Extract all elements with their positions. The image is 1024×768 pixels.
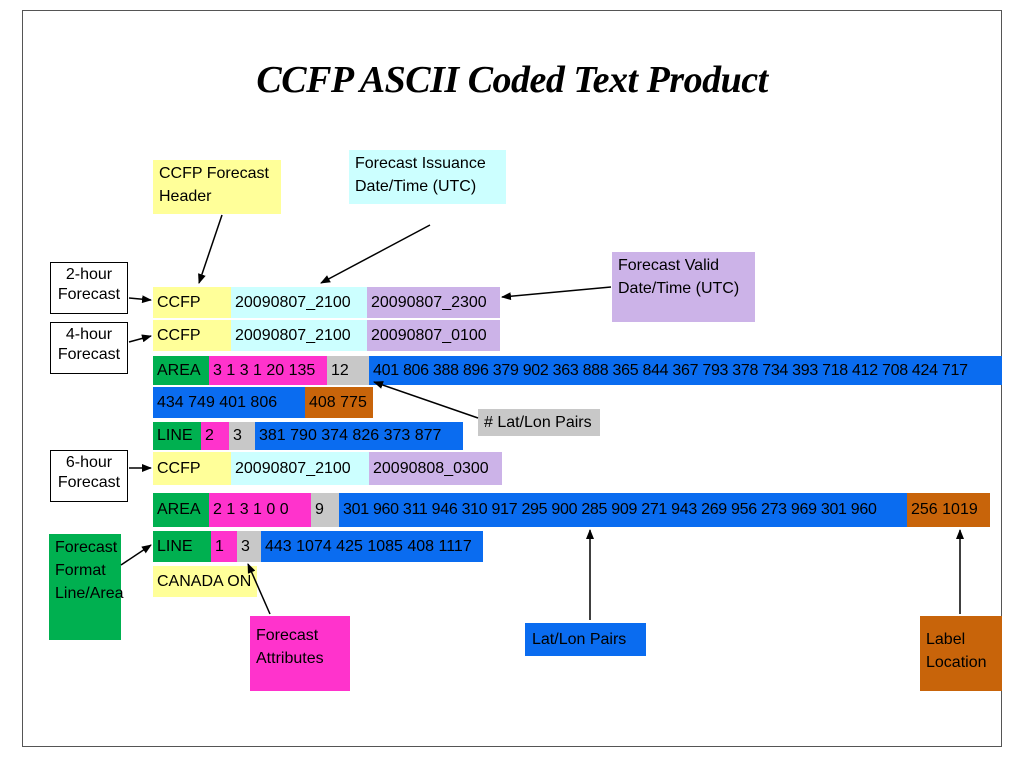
row5-attributes: 2 — [201, 422, 229, 450]
row5-pair-count: 3 — [229, 422, 255, 450]
row6-ccfp: CCFP — [153, 452, 231, 485]
row1-valid-time: 20090807_2300 — [367, 287, 500, 318]
callout-issuance: Forecast Issuance Date/Time (UTC) — [349, 150, 506, 204]
row1-ccfp: CCFP — [153, 287, 231, 318]
row3-pair-count: 12 — [327, 356, 369, 385]
row3-format: AREA — [153, 356, 209, 385]
row6-valid-time: 20090808_0300 — [369, 452, 502, 485]
callout-header: CCFP Forecast Header — [153, 160, 281, 214]
label-2-hour-forecast: 2-hour Forecast — [50, 262, 128, 314]
page-title: CCFP ASCII Coded Text Product — [256, 59, 768, 101]
row7-pair-count: 9 — [311, 493, 339, 527]
callout-label-location: Label Location — [920, 616, 1002, 691]
row2-issue-time: 20090807_2100 — [231, 320, 367, 351]
row4-label-location: 408 775 — [305, 387, 373, 418]
row3-attributes: 3 1 3 1 20 135 — [209, 356, 327, 385]
row6-issue-time: 20090807_2100 — [231, 452, 369, 485]
row7-format: AREA — [153, 493, 209, 527]
label-4-hour-forecast: 4-hour Forecast — [50, 322, 128, 374]
row8-attributes: 1 — [211, 531, 237, 562]
row5-latlon-pairs: 381 790 374 826 373 877 — [255, 422, 463, 450]
row7-label-location: 256 1019 — [907, 493, 990, 527]
callout-valid: Forecast Valid Date/Time (UTC) — [612, 252, 755, 322]
callout-latlon-pairs: Lat/Lon Pairs — [525, 623, 646, 656]
row1-issue-time: 20090807_2100 — [231, 287, 367, 318]
row9-region: CANADA ON — [153, 566, 257, 597]
callout-format: Forecast Format Line/Area — [49, 534, 124, 640]
callout-latlon-count: # Lat/Lon Pairs — [478, 409, 600, 436]
row8-format: LINE — [153, 531, 211, 562]
label-6-hour-forecast: 6-hour Forecast — [50, 450, 128, 502]
row5-format: LINE — [153, 422, 201, 450]
row2-valid-time: 20090807_0100 — [367, 320, 500, 351]
row8-latlon-pairs: 443 1074 425 1085 408 1117 — [261, 531, 483, 562]
row3-latlon-pairs: 401 806 388 896 379 902 363 888 365 844 … — [369, 356, 1002, 385]
row7-attributes: 2 1 3 1 0 0 — [209, 493, 311, 527]
row2-ccfp: CCFP — [153, 320, 231, 351]
callout-attributes: Forecast Attributes — [250, 616, 350, 691]
row4-latlon-pairs: 434 749 401 806 — [153, 387, 305, 418]
row7-latlon-pairs: 301 960 311 946 310 917 295 900 285 909 … — [339, 493, 907, 527]
row8-pair-count: 3 — [237, 531, 261, 562]
